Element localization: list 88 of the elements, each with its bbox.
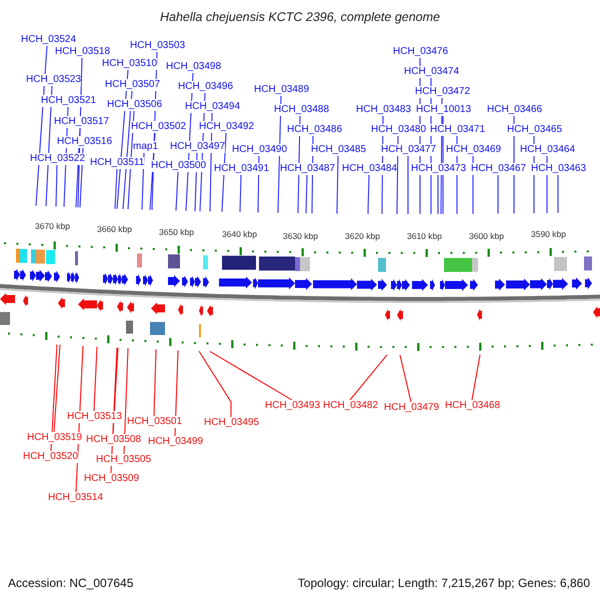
leader-line xyxy=(198,350,232,418)
leader-line xyxy=(56,164,58,207)
gene-label: HCH_03511 xyxy=(90,157,144,169)
leader-line xyxy=(176,172,178,212)
scale-label: 3620 kbp xyxy=(345,231,380,241)
gene-label: HCH_03500 xyxy=(151,160,206,172)
gene-label: HCH_03489 xyxy=(254,84,310,96)
scale-label: 3610 kbp xyxy=(407,231,442,241)
gene-label: HCH_03465 xyxy=(507,124,562,136)
leader-line xyxy=(336,156,338,214)
leader-line xyxy=(368,174,370,214)
gene-label: HCH_03516 xyxy=(57,136,112,148)
gene-label: HCH_03513 xyxy=(67,411,122,423)
gene-label: HCH_03517 xyxy=(54,116,110,128)
gene-label: HCH_03518 xyxy=(55,46,110,58)
leader-line xyxy=(210,351,292,400)
gene-label: HCH_03468 xyxy=(445,400,500,412)
gene-label: HCH_03483 xyxy=(356,104,412,116)
gene-label: HCH_03492 xyxy=(199,121,254,133)
leader-line xyxy=(400,354,412,402)
gene-label: HCH_03494 xyxy=(185,101,240,113)
gene-label: HCH_03486 xyxy=(287,124,342,136)
gene-label: HCH_03480 xyxy=(371,124,426,136)
gene-label: HCH_03524 xyxy=(21,34,76,46)
gene-label: HCH_03498 xyxy=(166,61,222,73)
scale-label: 3590 kbp xyxy=(531,229,566,239)
accession-text: Accession: NC_007645 xyxy=(8,576,134,590)
gene-label: HCH_03467 xyxy=(471,163,526,175)
gene-label: HCH_03522 xyxy=(30,153,86,165)
scale-label: 3600 kbp xyxy=(469,231,504,241)
leader-line xyxy=(124,348,128,454)
gene-label: HCH_03474 xyxy=(404,66,460,78)
gene-label: HCH_03497 xyxy=(170,141,226,153)
scale-label: 3630 kbp xyxy=(283,231,318,241)
gene-label: HCH_03487 xyxy=(280,163,336,175)
gene-label: HCH_03469 xyxy=(446,144,502,156)
gene-label: HCH_03491 xyxy=(214,163,270,175)
leader-line xyxy=(240,174,242,213)
gene-label: HCH_03509 xyxy=(84,473,140,485)
genome-title: Hahella chejuensis KCTC 2396, complete genome xyxy=(160,10,440,24)
gene-label: HCH_03488 xyxy=(274,104,330,116)
gene-label: HCH_03484 xyxy=(342,163,398,175)
gene-label: HCH_03510 xyxy=(102,58,158,70)
leader-line xyxy=(54,344,60,432)
gene-label: HCH_03466 xyxy=(487,104,542,116)
gene-label: HCH_03463 xyxy=(531,163,586,175)
gene-label: HCH_03507 xyxy=(105,79,160,91)
leader-line xyxy=(306,174,308,214)
gene-label: HCH_03501 xyxy=(127,416,182,428)
gene-label: HCH_03490 xyxy=(232,144,288,156)
gene-label: HCH_03499 xyxy=(148,436,204,448)
gene-label: HCH_03523 xyxy=(26,74,82,86)
gene-label: HCH_03485 xyxy=(311,144,366,156)
leader-line xyxy=(94,346,98,412)
scale-label: 3650 kbp xyxy=(159,227,194,237)
gene-label: HCH_03472 xyxy=(415,86,470,98)
scale-label: 3670 kbp xyxy=(35,221,70,231)
gene-label: HCH_03503 xyxy=(130,40,186,52)
gene-label: HCH_03520 xyxy=(23,451,78,463)
gene-label: HCH_03471 xyxy=(430,124,486,136)
genome-info-text: Topology: circular; Length: 7,215,267 bp; Genes: 6,860 xyxy=(298,576,590,590)
gene-label: HCH_03506 xyxy=(107,99,162,111)
gene-label: HCH_03479 xyxy=(384,402,440,414)
gene-label: HCH_03473 xyxy=(411,163,466,175)
leader-line xyxy=(142,152,144,210)
gene-label: HCH_10013 xyxy=(416,104,472,116)
gene-label: HCH_03493 xyxy=(265,400,320,412)
scale-label: 3640 kbp xyxy=(222,229,257,239)
gene-label: HCH_03508 xyxy=(86,434,142,446)
gene-label: HCH_03496 xyxy=(178,81,234,93)
leader-line xyxy=(114,168,118,210)
leader-line xyxy=(350,354,388,400)
gene-label: HCH_03505 xyxy=(96,454,152,466)
leader-line xyxy=(472,354,480,400)
gene-label: HCH_03514 xyxy=(48,492,104,504)
leader-line xyxy=(174,350,178,436)
gene-label: HCH_03476 xyxy=(393,46,448,58)
leader-line xyxy=(154,348,156,416)
scale-label: 3660 kbp xyxy=(97,224,132,234)
gene-label: HCH_03521 xyxy=(41,95,96,107)
gene-label: HCH_03482 xyxy=(323,400,378,412)
gene-label: HCH_03495 xyxy=(204,417,260,429)
gene-label: HCH_03502 xyxy=(131,121,186,133)
leader-line xyxy=(50,344,58,452)
gene-label: HCH_03477 xyxy=(381,144,436,156)
gene-label: map1 xyxy=(133,141,158,153)
gene-label: HCH_03464 xyxy=(520,144,576,156)
gene-label: HCH_03519 xyxy=(27,432,82,444)
